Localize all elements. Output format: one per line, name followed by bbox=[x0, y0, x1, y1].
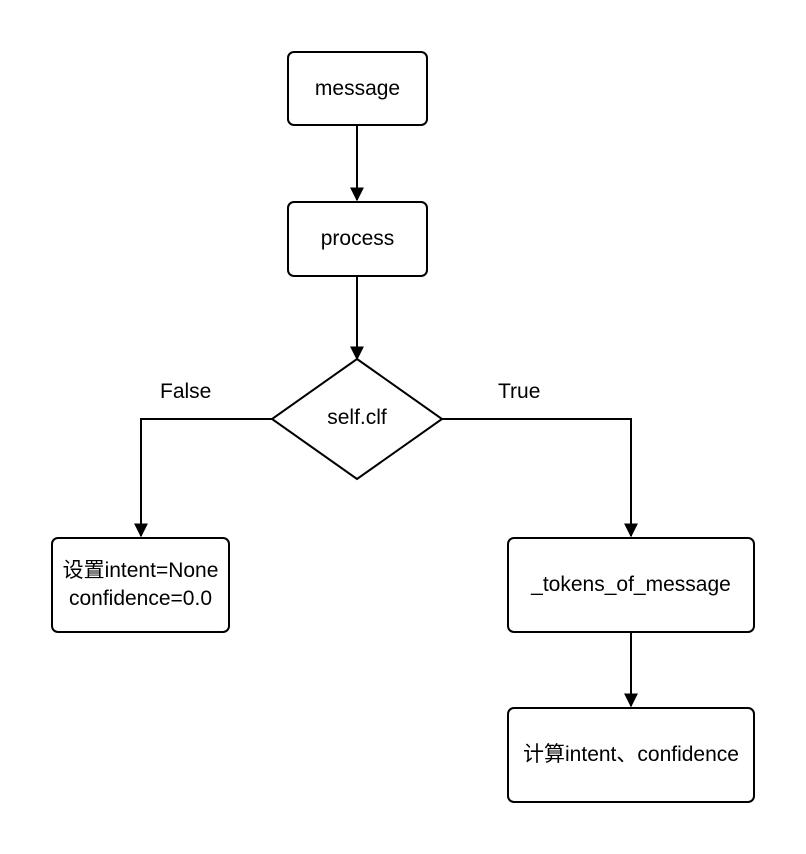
true-branch-label: True bbox=[498, 380, 541, 403]
arrow-false-branch bbox=[134, 418, 272, 538]
false-branch-label: False bbox=[160, 380, 212, 403]
set-default-intent-line1: 设置intent=None bbox=[62, 559, 219, 582]
compute-intent-node: 计算intent、confidence bbox=[507, 707, 755, 803]
tokens-of-message-node: _tokens_of_message bbox=[507, 537, 755, 633]
message-node: message bbox=[287, 51, 428, 126]
decision-label: self.clf bbox=[327, 406, 387, 429]
process-node: process bbox=[287, 201, 428, 277]
arrow-true-branch bbox=[442, 418, 638, 538]
tokens-of-message-label: _tokens_of_message bbox=[531, 573, 731, 596]
message-node-label: message bbox=[314, 76, 401, 100]
decision-diamond bbox=[270, 357, 444, 481]
set-default-intent-line2: confidence=0.0 bbox=[68, 587, 213, 610]
process-node-label: process bbox=[320, 227, 395, 250]
set-default-intent-node: 设置intent=None confidence=0.0 bbox=[51, 537, 230, 633]
compute-intent-label: 计算intent、confidence bbox=[523, 743, 739, 766]
